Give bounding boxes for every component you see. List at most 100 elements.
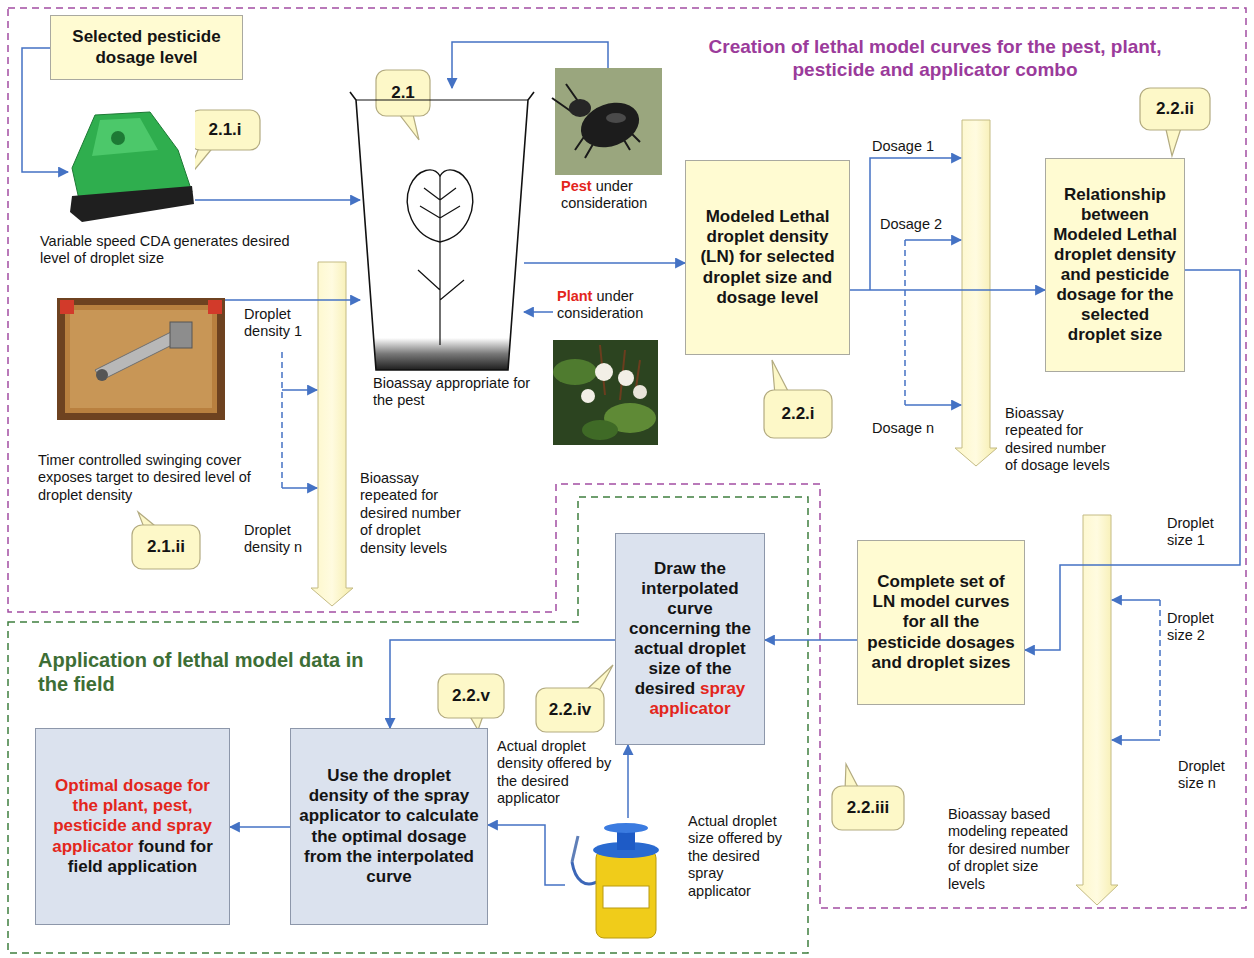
cda-device-photo: [70, 186, 194, 222]
callout-number: 2.2.i: [764, 390, 832, 438]
plant-photo-node: Plantunder consideration: [553, 288, 658, 445]
text-block: Timer controlled swinging cover exposes …: [38, 452, 274, 504]
flow-arrow: [765, 639, 857, 641]
feeder-line: [870, 158, 961, 290]
input-box: Selected pesticide dosage level: [50, 15, 243, 80]
text-block: Complete set of LN model curves for all …: [864, 572, 1018, 672]
node-text: Modeled Lethal droplet density (LN) for …: [700, 207, 834, 306]
flow-arrow: [850, 289, 1045, 291]
feeder-line: [282, 158, 1160, 740]
swinging-cover-photo: [60, 300, 74, 314]
callout-number: 2.2.ii: [1140, 88, 1210, 130]
sprayer-photo: [603, 886, 649, 908]
bioassay-cup-drawing: [356, 100, 528, 101]
node-text: Timer controlled swinging cover exposes …: [38, 452, 251, 503]
callout-bubble: [536, 688, 604, 732]
series-label: Dosage n: [872, 420, 944, 437]
note: Bioassay repeated for desired number of …: [360, 470, 465, 557]
flow-arrow: [524, 262, 685, 264]
callout-bubble: [764, 390, 832, 438]
swinging-cover-photo: [95, 330, 182, 380]
bioassay-cup-drawing: [350, 92, 534, 370]
pest-photo: [552, 68, 662, 175]
region-heading: Creation of lethal model curves for the …: [685, 36, 1185, 82]
node-text: Draw the interpolated curve concerning t…: [629, 559, 751, 698]
plant-photo: [582, 420, 618, 440]
callout-number: 2.2.iii: [832, 786, 904, 830]
series-label: Dosage 1: [872, 138, 944, 155]
bioassay-cup-drawing: [374, 338, 510, 370]
text-block: Modeled Lethal droplet density (LN) for …: [692, 207, 843, 307]
swinging-cover-photo: [208, 300, 222, 314]
node-text: Selected pesticide dosage level: [72, 27, 220, 66]
text-block: Relationship between Modeled Lethal drop…: [1052, 185, 1178, 345]
process-box: Use the droplet density of the spray app…: [290, 728, 488, 925]
plant-photo: [553, 340, 658, 445]
node-text: Complete set of LN model curves for all …: [867, 572, 1014, 671]
callout-bubble: [1140, 88, 1210, 130]
node-text: Pest: [561, 178, 592, 194]
process-box: Relationship between Modeled Lethal drop…: [1045, 158, 1185, 372]
series-label: Droplet density 1: [244, 306, 312, 341]
process-box: Modeled Lethal droplet density (LN) for …: [685, 160, 850, 355]
text-block: Selected pesticide dosage level: [57, 27, 236, 67]
callout-bubble: [438, 674, 504, 718]
bioassay-cup-drawing: [418, 176, 464, 345]
result-box: Optimal dosage for the plant, pest, pest…: [35, 728, 230, 925]
sprayer-photo: [565, 818, 675, 946]
feeder-line: [282, 389, 317, 391]
callout-bubble: [190, 110, 260, 150]
feeder-line: [904, 240, 906, 405]
cda-device-photo: [111, 131, 125, 145]
repeat-arrow: [955, 120, 997, 466]
series-label: Dosage 2: [880, 216, 955, 233]
node-text: Actual droplet size offered by the desir…: [688, 813, 782, 899]
region-heading: Application of lethal model data in the …: [38, 648, 368, 696]
flow-arrow: [488, 825, 565, 885]
callout-number: 2.1: [376, 70, 430, 116]
sprayer-photo: [604, 823, 648, 833]
cda-device-photo: [68, 110, 195, 228]
region-outline: [8, 8, 1246, 953]
pest-photo-node: Pestunder consideration: [555, 68, 662, 175]
pest-photo: [569, 99, 591, 117]
bioassay-cup: Bioassay appropriate for the pest: [360, 88, 524, 370]
text-block: Draw the interpolated curve concerning t…: [622, 559, 758, 719]
process-box: Draw the interpolated curve concerning t…: [615, 533, 765, 745]
callout-number: 2.1.ii: [132, 525, 200, 569]
plant-photo: [553, 359, 597, 385]
region-outline: [8, 497, 808, 953]
text-block: Pestunder consideration: [561, 178, 665, 213]
bioassay-cup-drawing: [350, 92, 534, 370]
text-block: Plantunder consideration: [557, 288, 661, 323]
callout-bubble: [132, 525, 200, 569]
swinging-cover-photo: [170, 322, 192, 348]
feeder-line: [1112, 739, 1160, 741]
plant-photo: [595, 363, 613, 381]
plant-photo: [618, 370, 634, 386]
node-text: Bioassay appropriate for the pest: [373, 375, 530, 408]
device-photo-node: Timer controlled swinging cover exposes …: [57, 298, 225, 420]
repeat-arrow: [311, 262, 353, 606]
cda-device-photo: [68, 110, 195, 228]
text-block: Variable speed CDA generates desired lev…: [40, 233, 290, 268]
feeder-line: [905, 239, 961, 241]
series-label: Droplet size n: [1178, 758, 1244, 793]
sprayer-photo-node: Actual droplet size offered by the desir…: [565, 818, 675, 946]
device-photo-node: Variable speed CDA generates desired lev…: [68, 110, 195, 228]
callout-number: 2.2.iv: [536, 688, 604, 732]
edge-label: Actual droplet density offered by the de…: [497, 738, 612, 808]
swinging-cover-photo: [57, 298, 225, 420]
text-block: Actual droplet size offered by the desir…: [688, 813, 783, 900]
node-text: Use the droplet density of the spray app…: [299, 766, 479, 885]
sprayer-photo: [596, 850, 656, 938]
swinging-cover-photo: [96, 369, 108, 381]
plant-photo: [633, 385, 647, 399]
sprayer-photo: [565, 818, 675, 946]
flow-arrow: [524, 311, 553, 313]
callout-bubble: [376, 70, 430, 116]
callout-number: 2.2.v: [438, 674, 504, 718]
flow-arrow: [195, 199, 360, 201]
flow-arrow: [225, 299, 360, 301]
